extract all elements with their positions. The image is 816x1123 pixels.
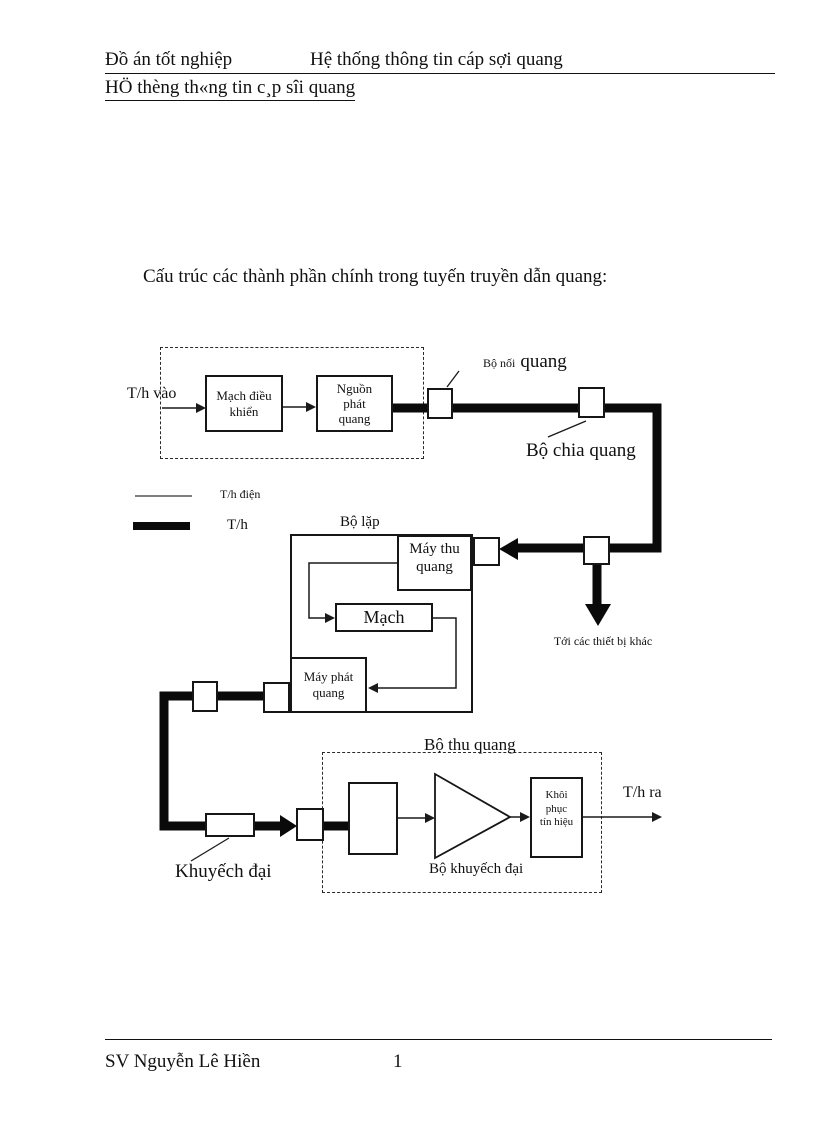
receiver-input-connector-box <box>296 808 324 841</box>
footer-page-number: 1 <box>393 1051 403 1072</box>
receiver-title-label: Bộ thu quang <box>424 735 516 754</box>
fiber-line-repeater-out <box>159 691 290 831</box>
branch-label: Tới các thiết bị khác <box>553 634 653 648</box>
output-signal-label: T/h ra <box>623 784 662 801</box>
transmitter-dashed-box <box>160 347 424 459</box>
driver-to-source-arrowhead <box>306 402 316 412</box>
repeater-receiver-label: Máy thu quang <box>409 541 460 575</box>
header-subtitle: HÖ thèng th«ng tin c¸p sîi quang <box>105 77 356 101</box>
amplifier-label: Khuyếch đại <box>175 861 272 882</box>
repeater-receiver-box: Máy thu quang <box>397 535 472 591</box>
optical-connector-box <box>427 388 453 419</box>
repeater-transmitter-label: Máy phát quang <box>303 669 354 700</box>
footer-rule <box>105 1039 772 1040</box>
connector-label-small: Bộ nối <box>483 356 516 370</box>
driver-circuit-label: Mạch điều khiển <box>216 387 272 419</box>
header-title-left: Đồ án tốt nghiệp <box>105 49 233 70</box>
repeater-output-connector-box <box>263 682 290 713</box>
repeater-input-connector-box <box>473 537 500 566</box>
repeater-rx-to-circuit-line <box>308 562 397 619</box>
connector-label-big: quang <box>520 351 567 372</box>
connector-label-pointer-line <box>446 370 460 388</box>
input-signal-label: T/h vào <box>127 385 177 402</box>
fiber-arrowhead-into-repeater <box>499 538 518 560</box>
amplifier-label-pointer-line <box>190 837 230 862</box>
repeater-transmitter-box: Máy phát quang <box>290 657 367 713</box>
repeater-circuit-label: Mạch <box>363 607 405 627</box>
line-amplifier-box <box>205 813 255 837</box>
circuit-to-tx-arrowhead <box>368 683 378 693</box>
legend-thick-label: T/h <box>227 517 248 533</box>
fiber-line-main <box>393 403 662 553</box>
repeater-title-label: Bộ lặp <box>340 514 380 530</box>
amp-to-recovery-arrowhead <box>520 812 530 822</box>
signal-recovery-box: Khôi phục tín hiệu <box>530 777 583 858</box>
optical-splitter-box <box>578 387 605 418</box>
legend-thin-label: T/h điện <box>220 487 261 501</box>
photodetector-to-amp-arrowhead <box>425 813 435 823</box>
input-signal-arrowhead <box>196 403 206 413</box>
splitter-label: Bộ chia quang <box>526 440 636 461</box>
fiber-arrowhead-into-receiver <box>280 815 297 837</box>
circuit-to-tx-line <box>377 617 457 689</box>
repeater-rx-to-circuit-arrowhead <box>325 613 335 623</box>
connector-label: Bộ nối quang <box>483 351 567 373</box>
signal-recovery-label: Khôi phục tín hiệu <box>539 789 574 828</box>
header-title-right: Hệ thống thông tin cáp sợi quang <box>310 49 563 70</box>
photodetector-box <box>348 782 398 855</box>
footer-author: SV Nguyễn Lê Hiền <box>105 1051 261 1072</box>
output-signal-arrowhead <box>652 812 662 822</box>
amplifier-triangle <box>434 772 512 860</box>
splitter-label-pointer-line <box>547 420 587 438</box>
branch-splitter-box <box>583 536 610 565</box>
light-source-label: Nguồn phát quang <box>336 381 373 426</box>
diagram-caption: Cấu trúc các thành phần chính trong tuyế… <box>143 266 608 287</box>
header-rule <box>105 73 775 74</box>
receiver-amplifier-label: Bộ khuyếch đại <box>429 861 524 877</box>
light-source-box: Nguồn phát quang <box>316 375 393 432</box>
repeater-circuit-box: Mạch <box>335 603 433 632</box>
fiber-splice-box <box>192 681 218 712</box>
fiber-branch-arrowhead <box>585 604 611 626</box>
driver-circuit-box: Mạch điều khiển <box>205 375 283 432</box>
